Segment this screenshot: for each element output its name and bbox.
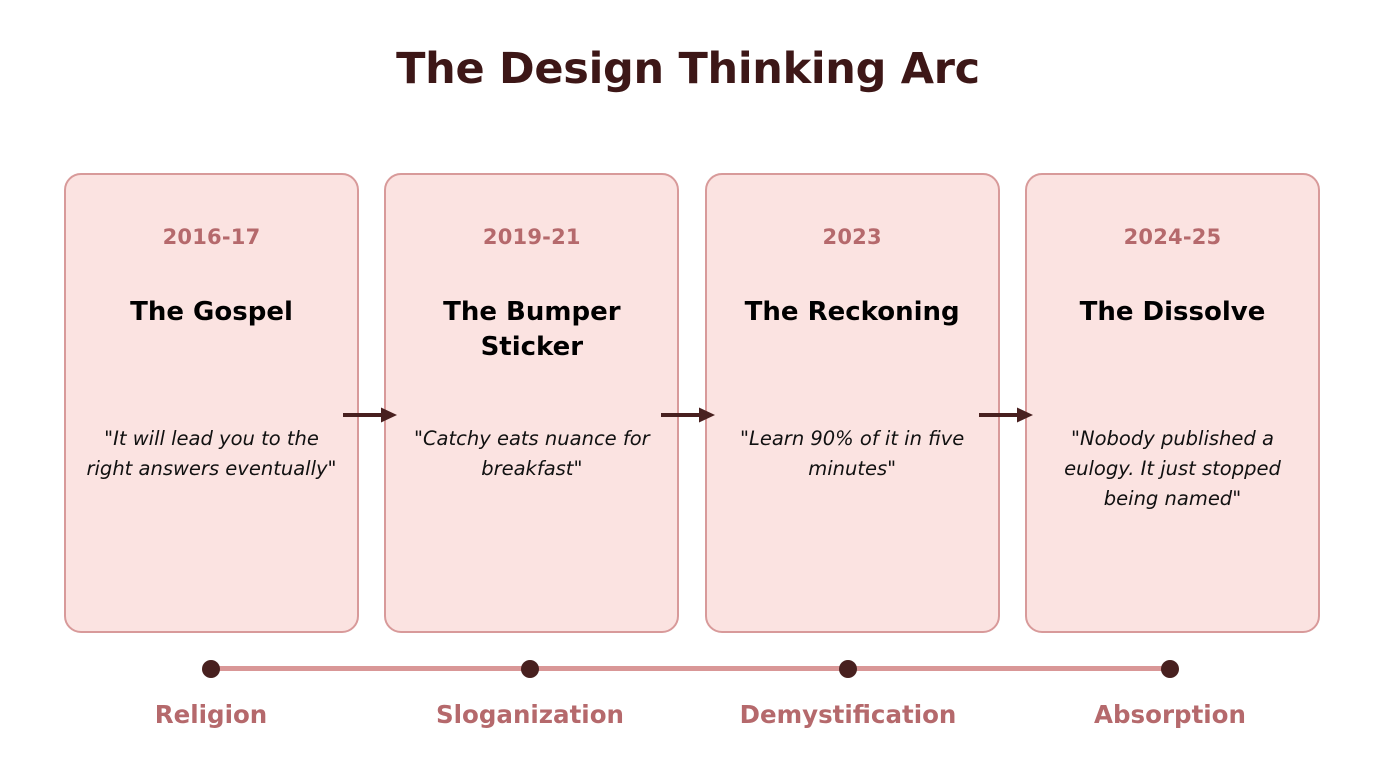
timeline-label-3: Demystification bbox=[739, 700, 957, 729]
phase-card-3[interactable]: 2023 The Reckoning "Learn 90% of it in f… bbox=[704, 173, 1000, 633]
timeline-label-2: Sloganization bbox=[436, 700, 624, 729]
card-quote-label: "It will lead you to the right answers e… bbox=[86, 427, 337, 480]
phase-card-2[interactable]: 2019-21 The Bumper Sticker "Catchy eats … bbox=[384, 173, 680, 633]
card-title-label: The Gospel bbox=[130, 297, 293, 327]
arrow-right-icon bbox=[661, 405, 717, 425]
timeline-label-1: Religion bbox=[154, 700, 268, 729]
arrow-right-icon bbox=[343, 405, 399, 425]
timeline-dot-3[interactable] bbox=[839, 660, 857, 678]
card-year-label: 2024-25 bbox=[1123, 225, 1222, 249]
timeline-track bbox=[0, 660, 1376, 680]
card-title-label: The Reckoning bbox=[744, 297, 960, 327]
card-quote-label: "Catchy eats nuance for breakfast" bbox=[413, 427, 650, 480]
timeline-dot-4[interactable] bbox=[1161, 660, 1179, 678]
phase-cards-row: 2016-17 The Gospel "It will lead you to … bbox=[64, 173, 1320, 633]
card-year-label: 2019-21 bbox=[482, 225, 581, 249]
card-title-label: The Dissolve bbox=[1079, 297, 1266, 327]
card-year-label: 2016-17 bbox=[162, 225, 261, 249]
timeline-line bbox=[211, 666, 1170, 671]
arrow-right-icon bbox=[979, 405, 1035, 425]
phase-card-1[interactable]: 2016-17 The Gospel "It will lead you to … bbox=[64, 173, 359, 633]
timeline-label-4: Absorption bbox=[1094, 700, 1246, 729]
timeline-labels: Religion Sloganization Demystification A… bbox=[0, 698, 1376, 738]
timeline-dot-2[interactable] bbox=[521, 660, 539, 678]
card-quote-label: "Learn 90% of it in five minutes" bbox=[740, 427, 965, 480]
phase-card-4[interactable]: 2024-25 The Dissolve "Nobody published a… bbox=[1024, 173, 1320, 633]
card-title-label: The Bumper Sticker bbox=[443, 297, 621, 362]
card-year-label: 2023 bbox=[822, 225, 882, 249]
timeline-dot-1[interactable] bbox=[202, 660, 220, 678]
card-quote-label: "Nobody published a eulogy. It just stop… bbox=[1064, 427, 1281, 510]
page-title: The Design Thinking Arc bbox=[396, 44, 980, 94]
